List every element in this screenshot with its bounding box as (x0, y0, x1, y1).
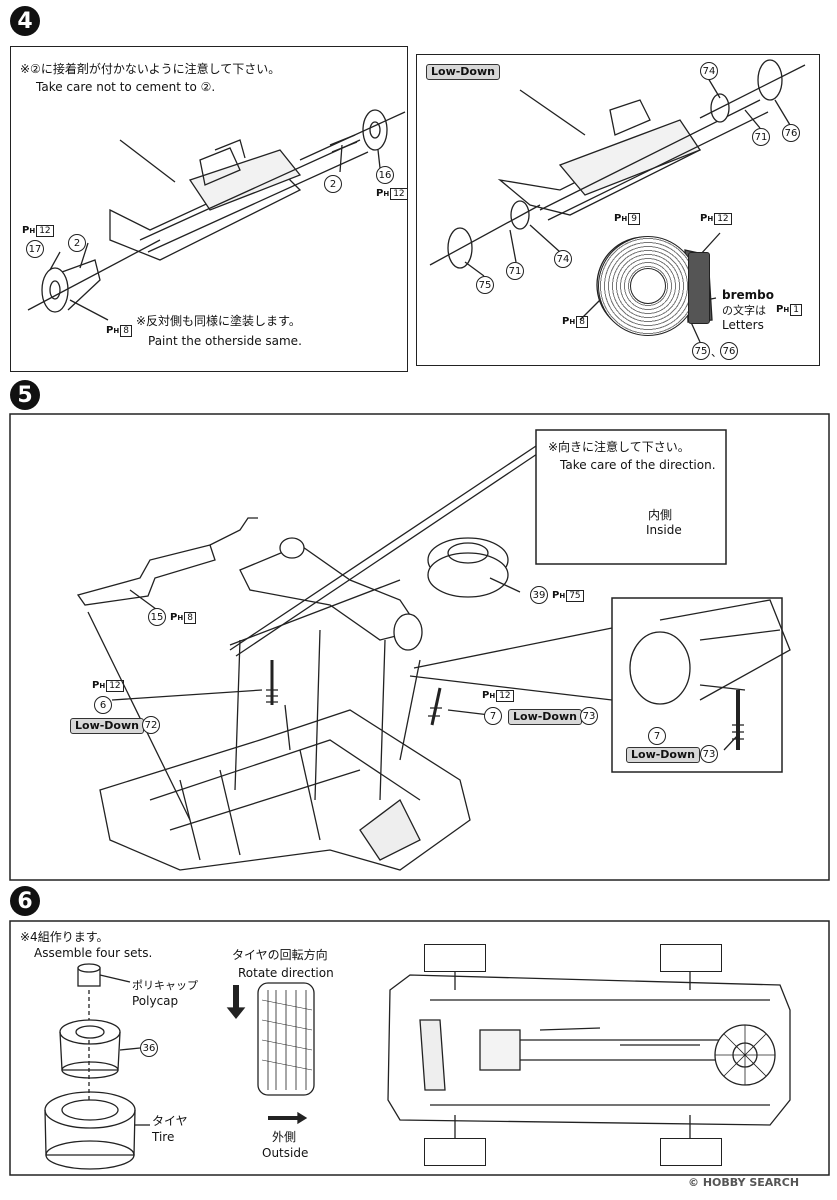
separator: 、 (711, 346, 722, 359)
part-75-disc: 75 (692, 342, 710, 360)
brembo-letters: Letters (722, 318, 764, 332)
step-4-main-panel (10, 46, 408, 372)
wheel-drawing (59, 1019, 141, 1079)
part-73: 73 (580, 707, 598, 725)
step-6-note-en: Assemble four sets. (34, 946, 153, 960)
inside-jp: 内側 (648, 508, 673, 522)
part-75-left: 75 (476, 276, 494, 294)
step-5-lowdown-left: Low-Down (70, 718, 144, 734)
step-4-lowdown-panel (416, 54, 820, 366)
outside-en: Outside (262, 1146, 309, 1160)
tire-jp: タイヤ (152, 1114, 188, 1128)
part-76-disc: 76 (720, 342, 738, 360)
rotate-jp: タイヤの回転方向 (232, 948, 328, 962)
part-7-detail: 7 (648, 727, 666, 745)
part-72: 72 (142, 716, 160, 734)
step-4-note-en: Take care not to cement to ②. (36, 80, 216, 94)
part-73-detail: 73 (700, 745, 718, 763)
lowdown-axle-drawing (497, 89, 769, 221)
outside-jp: 外側 (272, 1130, 297, 1144)
wheel-position-rear-left (660, 944, 722, 972)
step-4-other-jp: ※反対側も同様に塗装します。 (136, 314, 301, 328)
polycap-en: Polycap (132, 994, 179, 1008)
shock-absorbers-drawing (266, 660, 442, 726)
tire-tread-drawing (257, 982, 315, 1096)
polycap-jp: ポリキャップ (132, 979, 198, 992)
part-6: 6 (94, 696, 112, 714)
step-4-note-jp: ※②に接着剤が付かないように注意して下さい。 (20, 62, 281, 76)
wheel-position-rear-right (660, 1138, 722, 1166)
muffler-drawing (76, 517, 258, 606)
step-5-badge: 5 (10, 380, 40, 410)
step-6-badge: 6 (10, 886, 40, 916)
wheel-position-front-right (424, 1138, 486, 1166)
watermark: © HOBBY SEARCH (688, 1176, 800, 1189)
lowdown-detail-drawing (629, 599, 791, 750)
step-4-lowdown-label: Low-Down (426, 64, 500, 80)
part-76-top: 76 (782, 124, 800, 142)
brembo-jp: の文字は (722, 304, 766, 317)
step-5-lowdown-mid: Low-Down (508, 709, 582, 725)
part-39: 39 (530, 586, 548, 604)
part-17: 17 (26, 240, 44, 258)
rotate-en: Rotate direction (238, 966, 334, 980)
wheel-position-front-left (424, 944, 486, 972)
brake-disc-hub-icon (630, 268, 666, 304)
step-4-other-en: Paint the otherside same. (148, 334, 302, 348)
rear-axle-drawing (109, 139, 369, 261)
step-5-lowdown-detail: Low-Down (626, 747, 700, 763)
part-16: 16 (376, 166, 394, 184)
tire-en: Tire (152, 1130, 175, 1144)
part-71-bottom: 71 (506, 262, 524, 280)
rear-suspension-drawing (229, 537, 423, 651)
part-2-right: 2 (324, 175, 342, 193)
brembo-text: brembo (722, 288, 774, 302)
step-5-note-jp: ※向きに注意して下さい。 (548, 440, 690, 454)
spare-tire-drawing (427, 537, 509, 598)
part-15: 15 (148, 608, 166, 626)
polycap-drawing (77, 963, 131, 987)
part-36: 36 (140, 1039, 158, 1057)
tire-drawing (44, 1091, 150, 1170)
part-71-top: 71 (752, 128, 770, 146)
part-74-bottom: 74 (554, 250, 572, 268)
brake-caliper-icon (688, 252, 710, 324)
car-underside-drawing (387, 974, 791, 1126)
step-5-note-en: Take care of the direction. (560, 458, 716, 472)
wheel-hub-right (299, 109, 406, 161)
part-74-top: 74 (700, 62, 718, 80)
inside-en: Inside (646, 523, 682, 537)
part-2-left: 2 (68, 234, 86, 252)
chassis-floor-drawing (99, 709, 471, 871)
wheel-hub-left (27, 239, 161, 313)
step-6-note-jp: ※4組作ります。 (20, 930, 109, 944)
step-4-badge: 4 (10, 6, 40, 36)
part-7: 7 (484, 707, 502, 725)
